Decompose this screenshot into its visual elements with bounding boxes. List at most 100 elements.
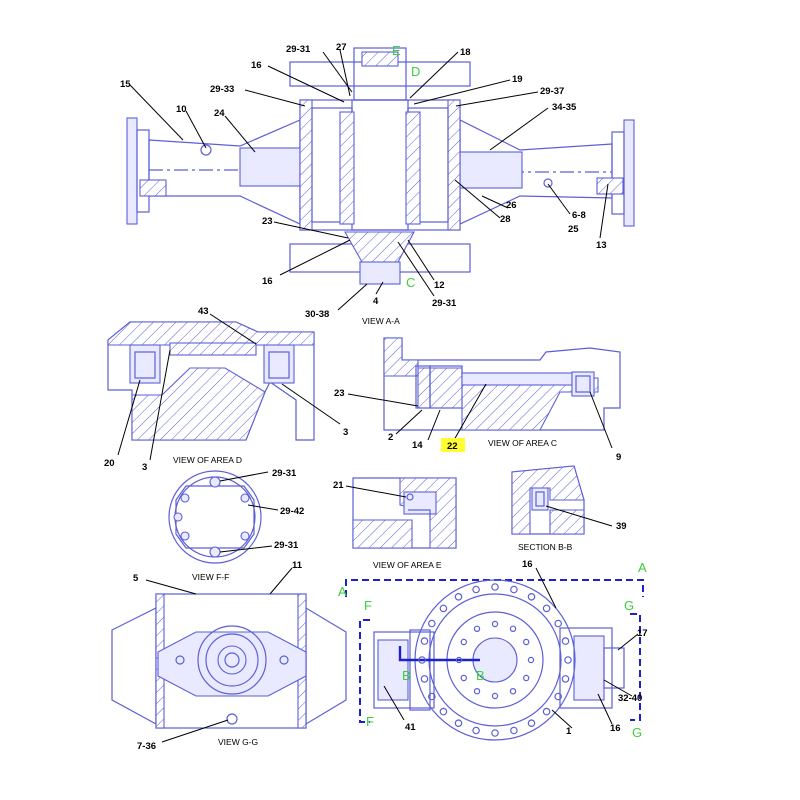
view-area-d-drawing (107, 321, 315, 441)
section-letter-b-right: B (476, 668, 485, 683)
callout-label: 23 (334, 388, 345, 399)
callout-label: 7-36 (137, 741, 156, 752)
hub-bolt-hole (523, 638, 530, 646)
callout-label: 30-38 (305, 309, 329, 320)
view-area-d-title: VIEW OF AREA D (173, 455, 242, 465)
callout-label: 15 (120, 79, 131, 90)
view-area-e-drawing (352, 477, 457, 549)
highlight-box (441, 438, 465, 452)
flange-bolt-hole (554, 619, 563, 628)
flange-bolt-hole (564, 656, 572, 664)
callout-label: 17 (637, 628, 648, 639)
flange-bolt-hole (420, 637, 429, 645)
flange-bolt-hole (527, 719, 536, 728)
section-letter-f-bottom: F (366, 714, 374, 729)
callout-label: 3 (142, 462, 147, 473)
callout-label: 18 (460, 47, 471, 58)
flange-bolt-hole (491, 583, 499, 591)
callout-label: 6-8 (572, 210, 586, 221)
flange-bolt-hole (420, 675, 429, 683)
view-aa-leaders (129, 49, 609, 311)
section-letter-e: E (392, 43, 401, 58)
callout-label: 3 (343, 427, 348, 438)
side-view-drawing (345, 579, 644, 741)
hub-bolt-hole (460, 638, 467, 646)
flange-bolt-hole (454, 592, 463, 601)
flange-bolt-hole (527, 592, 536, 601)
flange-bolt-hole (472, 726, 480, 735)
hub-bolt-hole (455, 656, 463, 664)
view-area-c-leaders (347, 383, 613, 449)
view-area-c-title: VIEW OF AREA C (488, 438, 557, 448)
callout-label: 4 (373, 296, 379, 307)
view-gg-drawing (111, 593, 347, 729)
view-area-e-title: VIEW OF AREA E (373, 560, 442, 570)
callout-label: 16 (610, 723, 621, 734)
view-ff-drawing (168, 470, 262, 564)
view-ff-leaders (219, 471, 279, 553)
callout-label: 20 (104, 458, 115, 469)
flange-bolt-ring (418, 583, 572, 737)
side-view-leaders (383, 567, 639, 729)
flange-bolt-hole (439, 604, 448, 613)
callout-label: 9 (616, 452, 621, 463)
callout-label: 29-31 (286, 44, 311, 55)
section-letter-f-top: F (364, 598, 372, 613)
view-aa-drawing (126, 47, 635, 285)
hub-bolt-hole (509, 688, 517, 695)
flange-bolt-hole (427, 692, 436, 701)
callout-label: 19 (512, 74, 523, 85)
hub-bolt-hole (491, 692, 499, 700)
section-bb-drawing (511, 465, 585, 535)
view-area-d-leaders (117, 313, 341, 461)
callout-label: 24 (214, 108, 225, 119)
view-ff-title: VIEW F-F (192, 572, 229, 582)
flange-bolt-hole (542, 604, 551, 613)
callout-label: 29-31 (272, 468, 297, 479)
callout-label: 5 (133, 573, 139, 584)
callout-label: 12 (434, 280, 445, 291)
section-letter-b-left: B (402, 668, 411, 683)
hub-bolt-hole (473, 625, 481, 633)
flange-bolt-hole (491, 729, 499, 737)
callout-label: 29-31 (274, 540, 299, 551)
hub-bolt-hole (491, 620, 499, 628)
hub-bolt-hole (523, 674, 530, 682)
callout-label: 43 (198, 306, 209, 317)
hub-bolt-hole (460, 674, 467, 682)
callout-label: 28 (500, 214, 511, 225)
flange-bolt-hole (561, 675, 570, 683)
section-letter-g-top: G (624, 598, 634, 613)
view-gg-title: VIEW G-G (218, 737, 258, 747)
callout-label: 41 (405, 722, 416, 733)
view-aa-title: VIEW A-A (362, 316, 400, 326)
flange-bolt-hole (510, 585, 518, 594)
callout-label: 21 (333, 480, 344, 491)
callout-label: 27 (336, 42, 347, 53)
section-letter-c: C (406, 275, 415, 290)
view-gg-leaders (145, 567, 293, 743)
flange-bolt-hole (427, 619, 436, 628)
callout-label: 29-37 (540, 86, 564, 97)
callout-label: 23 (262, 216, 273, 227)
section-letter-d: D (411, 64, 420, 79)
callout-label: 13 (596, 240, 607, 251)
flange-bolt-hole (418, 656, 426, 664)
callout-label: 26 (506, 200, 517, 211)
section-letter-a-left: A (338, 584, 347, 599)
view-aa-callouts: 29-31 27 18 16 19 15 29-33 29-37 10 24 3… (120, 42, 607, 320)
callout-label: 29-33 (210, 84, 234, 95)
flange-bolt-hole (510, 726, 518, 735)
view-area-c-drawing (383, 337, 621, 431)
callout-label-highlighted: 22 (447, 441, 458, 452)
callout-label: 10 (176, 104, 187, 115)
flange-bolt-hole (439, 707, 448, 716)
callout-label: 2 (388, 432, 393, 443)
callout-label: 25 (568, 224, 579, 235)
flange-bolt-hole (554, 692, 563, 701)
flange-bolt-hole (542, 707, 551, 716)
callout-label: 14 (412, 440, 423, 451)
callout-label: 39 (616, 521, 627, 532)
leader-line (545, 505, 613, 527)
